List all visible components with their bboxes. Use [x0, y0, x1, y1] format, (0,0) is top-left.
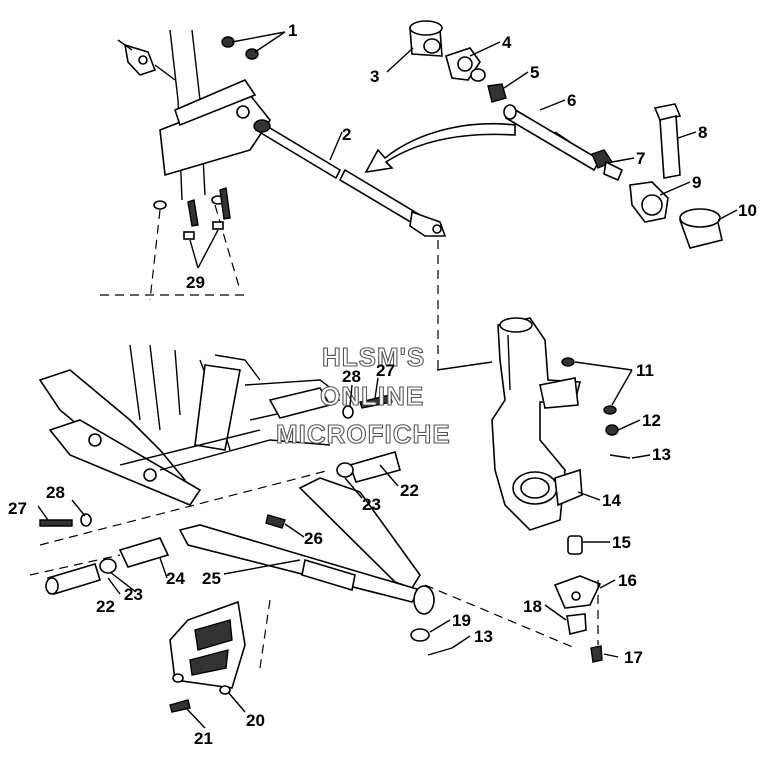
callout-12: 12: [642, 411, 661, 430]
callout-27-lower: 27: [8, 499, 27, 518]
direction-arrow: [364, 122, 516, 174]
callout-23-upper: 23: [362, 495, 381, 514]
callout-11: 11: [636, 361, 654, 380]
callout-3: 3: [370, 67, 379, 86]
callout-9: 9: [692, 173, 701, 192]
callout-7: 7: [636, 149, 645, 168]
watermark-line3: MICROFICHE: [276, 419, 451, 449]
callout-19: 19: [452, 611, 471, 630]
callout-2: 2: [342, 125, 351, 144]
callout-5: 5: [530, 63, 539, 82]
callout-10: 10: [738, 201, 757, 220]
callout-13-lower: 13: [474, 627, 493, 646]
callout-28-lower: 28: [46, 483, 65, 502]
tie-rod: [253, 119, 447, 370]
callout-22-upper: 22: [400, 481, 419, 500]
callout-6: 6: [567, 91, 576, 110]
callout-22-lower: 22: [96, 597, 115, 616]
steering-knuckle: [491, 317, 631, 663]
callout-25: 25: [202, 569, 221, 588]
callout-20: 20: [246, 711, 265, 730]
a-arm: [29, 394, 576, 669]
callout-27-upper: 27: [376, 361, 395, 380]
callout-26: 26: [304, 529, 323, 548]
callout-8: 8: [698, 123, 707, 142]
steering-post-assembly: [100, 29, 271, 301]
callout-24: 24: [166, 569, 185, 588]
callout-18: 18: [523, 597, 542, 616]
callout-29: 29: [186, 273, 205, 292]
callout-1: 1: [288, 21, 297, 40]
frame-assembly: [38, 344, 341, 506]
callout-15: 15: [612, 533, 631, 552]
callout-23-lower: 23: [124, 585, 143, 604]
callout-13-upper: 13: [652, 445, 671, 464]
watermark: HLSM'S ONLINE MICROFICHE: [275, 341, 451, 449]
callout-4: 4: [502, 33, 512, 52]
tie-rod-end-parts: [409, 20, 723, 249]
skid-plate: [169, 600, 246, 713]
leader-lines: [37, 31, 738, 729]
callout-16: 16: [618, 571, 637, 590]
callout-28-upper: 28: [342, 367, 361, 386]
callout-14: 14: [602, 491, 621, 510]
callout-labels: 1 2 3 4 5 6 7 8 9 10 11 12 13 13 14 15 1…: [8, 21, 757, 748]
callout-21: 21: [194, 729, 213, 748]
watermark-line1: HLSM'S: [322, 342, 425, 372]
callout-17: 17: [624, 648, 643, 667]
watermark-line2: ONLINE: [320, 381, 424, 411]
